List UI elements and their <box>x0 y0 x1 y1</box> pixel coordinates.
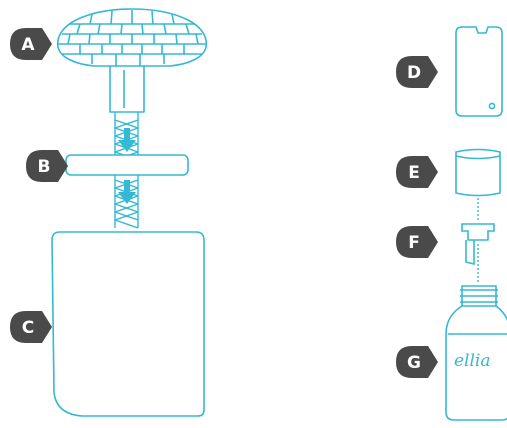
bottle-brand-text: ellia <box>454 351 491 371</box>
badge-e-label: E <box>408 163 420 183</box>
part-d-card <box>456 27 502 116</box>
badge-b-label: B <box>38 157 51 177</box>
badge-e: E <box>396 156 438 188</box>
badge-g-label: G <box>407 353 421 373</box>
part-a-diffuser-cap <box>58 9 207 112</box>
badge-c-label: C <box>22 318 34 338</box>
badge-a-label: A <box>21 35 35 55</box>
part-e-cap <box>456 150 500 196</box>
part-b-ring <box>66 155 188 175</box>
badge-a: A <box>10 28 52 60</box>
badge-f-label: F <box>408 233 420 253</box>
down-arrow-upper <box>118 128 136 152</box>
badge-d: D <box>396 56 438 88</box>
down-arrow-lower <box>118 180 136 204</box>
part-c-base <box>52 232 204 416</box>
badge-d-label: D <box>407 63 421 83</box>
badge-b: B <box>26 150 68 182</box>
badge-c: C <box>10 311 52 343</box>
badge-f: F <box>396 226 438 258</box>
badge-g: G <box>396 346 438 378</box>
